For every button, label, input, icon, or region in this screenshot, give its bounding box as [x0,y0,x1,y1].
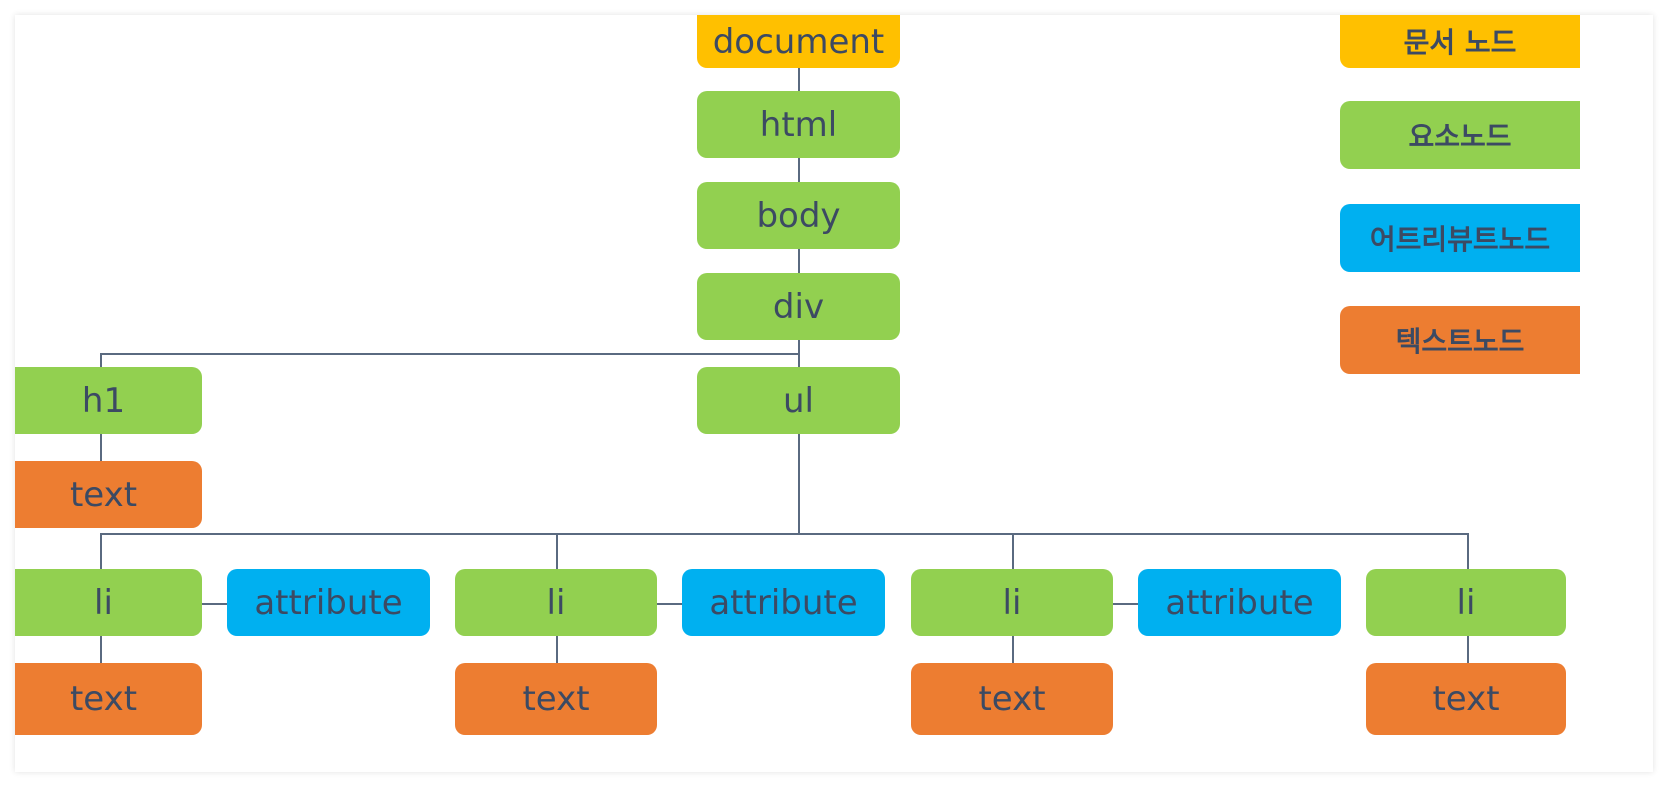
connector-li-attr-3 [1113,603,1139,605]
connector-li-text-1 [100,636,102,663]
connector-li-text-3 [1012,636,1014,663]
connector-h1-text [100,434,102,461]
connector-div-h1 [100,353,102,367]
html-element-node: html [697,91,900,158]
connector-ul-down [798,434,800,534]
connector-ul-li-3 [1012,533,1014,569]
connector-li-text-4 [1467,636,1469,663]
li-text-node: text [1366,663,1566,735]
connector-html-body [798,158,800,183]
h1-element-node: h1 [15,367,202,434]
h1-text-node: text [15,461,202,528]
li-element-node: li [911,569,1113,636]
div-element-node: div [697,273,900,340]
connector-ul-li-1 [100,533,102,569]
ul-element-node: ul [697,367,900,434]
dom-tree-diagram: document html body div h1 text ul li att… [15,15,1653,772]
attribute-node: attribute [227,569,430,636]
connector-document-html [798,68,800,92]
connector-li-attr-1 [202,603,228,605]
connector-ul-children [100,533,1468,535]
legend-attribute-node: 어트리뷰트노드 [1340,204,1580,272]
connector-div-children [100,353,799,355]
legend-document-node: 문서 노드 [1340,15,1580,68]
li-element-node: li [15,569,202,636]
connector-ul-li-4 [1467,533,1469,569]
li-text-node: text [15,663,202,735]
li-element-node: li [1366,569,1566,636]
connector-body-div [798,249,800,274]
li-text-node: text [911,663,1113,735]
attribute-node: attribute [1138,569,1341,636]
connector-li-attr-2 [657,603,683,605]
attribute-node: attribute [682,569,885,636]
legend-element-node: 요소노드 [1340,101,1580,169]
li-text-node: text [455,663,657,735]
legend-text-node: 텍스트노드 [1340,306,1580,374]
connector-li-text-2 [556,636,558,663]
connector-ul-li-2 [556,533,558,569]
body-element-node: body [697,182,900,249]
document-node: document [697,15,900,68]
li-element-node: li [455,569,657,636]
